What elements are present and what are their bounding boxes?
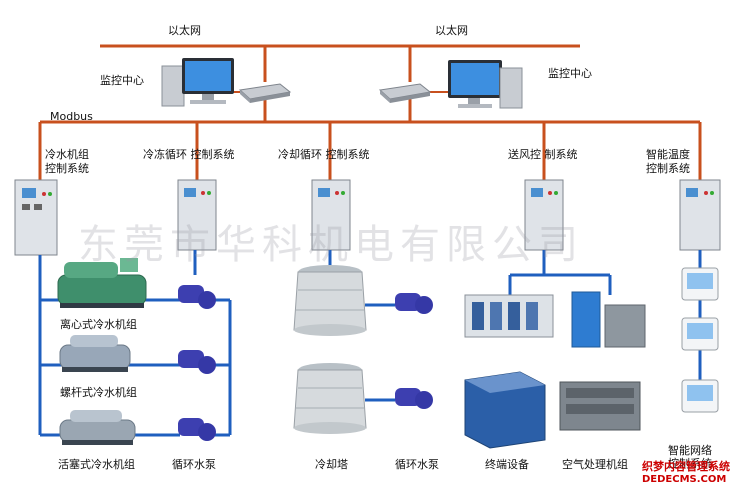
pump-chilled-1 [178,285,216,309]
badge-url: DEDECMS.COM [642,474,727,485]
centrifugal-chiller-unit [57,258,147,308]
rooftop-air-unit [559,381,641,431]
control-cabinet-air-supply [524,179,564,251]
system-label-chiller-2: 控制系统 [45,162,89,175]
cooling-tower-2 [293,363,367,434]
thermostat-3 [681,379,719,413]
piston-chiller-unit [59,410,136,445]
label-smart-network: 智能网络 [668,444,712,457]
air-handler-cabinet [571,291,646,348]
label-screw-chiller: 螺杆式冷水机组 [60,386,137,399]
pump-cooling-1 [395,293,433,314]
system-label-chilled-loop: 冷冻循环 控制系统 [143,148,235,161]
router-right [378,83,432,103]
thermostat-1 [681,267,719,301]
modbus-label: Modbus [50,110,93,123]
ethernet-label-left: 以太网 [168,24,201,37]
label-air-handler: 空气处理机组 [562,458,628,471]
company-watermark: 东莞市华科机电有限公司 [78,222,584,268]
monitor-center-label-right: 监控中心 [548,67,592,80]
air-pipework [508,250,612,295]
system-label-temp-1: 智能温度 [646,148,690,161]
ethernet-label-right: 以太网 [435,24,468,37]
system-label-cooling-loop: 冷却循环 控制系统 [278,148,370,161]
control-cabinet-chiller [14,179,58,256]
monitor-computer-left [161,58,234,107]
control-cabinet-temperature [679,179,721,251]
label-piston-chiller: 活塞式冷水机组 [58,458,135,471]
pump-chilled-3 [178,418,216,441]
air-handler-unit-main [464,294,554,338]
cooling-tower-1 [293,265,367,336]
system-label-temp-2: 控制系统 [646,162,690,175]
thermostat-2 [681,317,719,351]
control-cabinet-cooling-loop [311,179,351,251]
system-label-chiller-1: 冷水机组 [45,148,89,161]
badge-title: 织梦内容管理系统 [642,460,730,473]
label-centrifugal-chiller: 离心式冷水机组 [60,318,137,331]
label-terminal-equipment: 终端设备 [485,458,529,471]
label-cooling-tower: 冷却塔 [315,458,348,471]
label-circulation-pump-2: 循环水泵 [395,458,439,471]
monitor-computer-right [448,60,523,109]
pump-chilled-2 [178,350,216,374]
router-left [238,83,292,103]
system-label-air-supply: 送风控 制系统 [508,148,578,161]
label-circulation-pump: 循环水泵 [172,458,216,471]
pump-cooling-2 [395,388,433,409]
dedecms-badge[interactable]: 织梦内容管理系统 DEDECMS.COM [640,456,748,490]
terminal-unit-box [464,371,546,449]
label-smart-network-2: 控制系统 [668,457,712,470]
control-cabinet-chilled-loop [177,179,217,251]
monitor-center-label-left: 监控中心 [100,74,144,87]
screw-chiller-unit [59,335,131,372]
